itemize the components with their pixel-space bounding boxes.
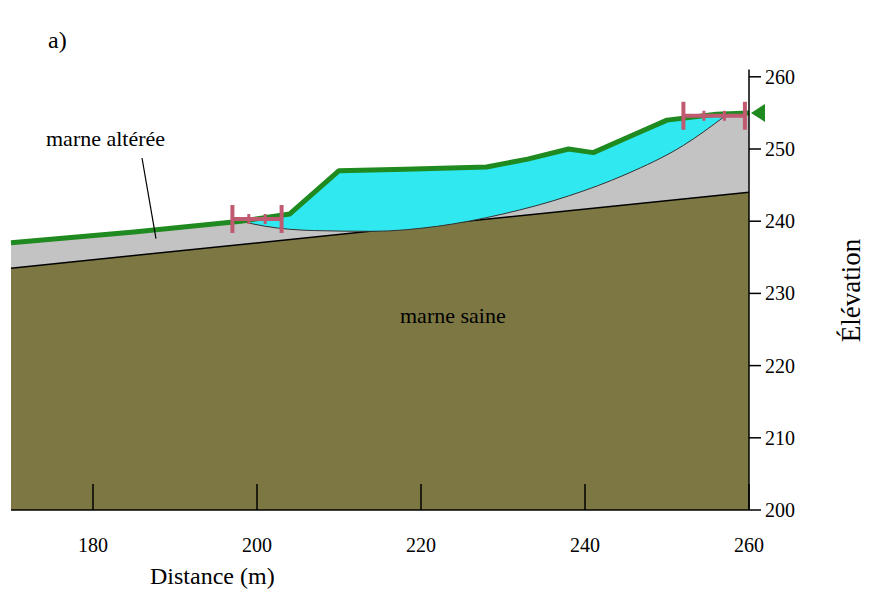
tick-label: 260 bbox=[734, 535, 764, 555]
tick-label: 250 bbox=[765, 139, 795, 159]
axes bbox=[11, 70, 761, 510]
tick-label: 200 bbox=[242, 535, 272, 555]
water-level-symbol bbox=[751, 104, 765, 122]
tick-label: 230 bbox=[765, 283, 795, 303]
tick-label: 240 bbox=[570, 535, 600, 555]
tick-label: 180 bbox=[78, 535, 108, 555]
tick-label: 240 bbox=[765, 211, 795, 231]
axis-title: Distance (m) bbox=[150, 564, 275, 588]
slip-surface bbox=[241, 117, 725, 232]
panel-letter: a) bbox=[48, 28, 67, 52]
slip-limit-marker bbox=[232, 205, 281, 233]
layer-name: marne altérée bbox=[46, 128, 165, 150]
sound-marl bbox=[11, 192, 749, 510]
layer-name: marne saine bbox=[400, 305, 506, 327]
tick-label: 220 bbox=[765, 356, 795, 376]
ground-surface bbox=[11, 113, 749, 243]
tick-label: 210 bbox=[765, 428, 795, 448]
axis-title: Élévation bbox=[839, 238, 866, 341]
tick-label: 220 bbox=[406, 535, 436, 555]
leader-line bbox=[142, 158, 156, 239]
sliding-mass bbox=[241, 114, 725, 232]
slip-limit-marker bbox=[683, 102, 745, 130]
tick-label: 260 bbox=[765, 67, 795, 87]
tick-label: 200 bbox=[765, 500, 795, 520]
